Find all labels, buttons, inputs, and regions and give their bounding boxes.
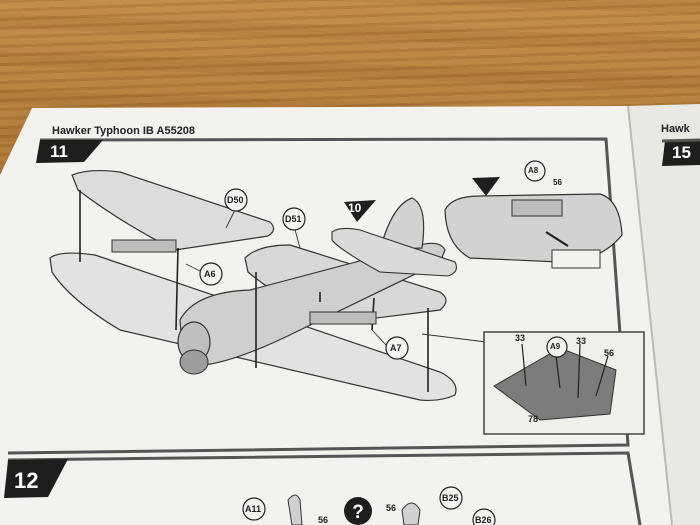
inset-view-arrow <box>472 177 500 196</box>
part-number-56-step12: 56 <box>318 515 329 525</box>
part-label-a7: A7 <box>390 343 402 353</box>
part-label-b25: B25 <box>442 493 459 503</box>
part-label-a11: A11 <box>245 504 262 514</box>
cabane-strut-part-a6 <box>111 239 177 253</box>
step-11-frame <box>7 137 630 455</box>
step-number-12: 12 <box>14 468 39 493</box>
page-title-right: Hawk <box>661 123 690 135</box>
cabane-strut-part-a7 <box>309 311 377 325</box>
cockpit-detail-leaders <box>521 343 609 399</box>
part-number-56-inset: 56 <box>553 178 562 187</box>
part-number-78: 78 <box>528 414 539 424</box>
inset-panel-part <box>551 249 601 269</box>
part-label-a9: A9 <box>550 342 561 351</box>
part-callout-circles <box>199 160 568 525</box>
step-12-part <box>287 494 303 525</box>
inset-arrow <box>545 231 569 247</box>
part-number-56-cockpit: 56 <box>604 348 615 358</box>
step-12-part-b <box>401 502 421 525</box>
paper-sheet-right <box>628 104 700 525</box>
step-12-frame <box>7 451 642 525</box>
step-number-11: 11 <box>50 142 68 161</box>
step-number-15: 15 <box>672 143 691 162</box>
help-question-icon <box>344 497 372 525</box>
svg-text:?: ? <box>352 502 364 523</box>
part-number-56-step12-b: 56 <box>386 503 397 513</box>
cockpit-floor-part <box>493 347 617 421</box>
inset-cockpit-part <box>511 199 563 217</box>
part-label-b26: B26 <box>475 515 492 525</box>
step-12-badge <box>4 459 68 498</box>
part-number-33-right: 33 <box>576 336 587 346</box>
tail-fin <box>379 197 425 251</box>
step-11-badge <box>36 140 103 163</box>
part-label-d51: D51 <box>285 214 302 224</box>
radiator-intake <box>179 349 209 375</box>
part-label-a6: A6 <box>204 269 216 279</box>
step-10-marker <box>344 200 376 222</box>
step-ref-10: 10 <box>348 201 362 215</box>
upper-wing-left <box>71 169 275 251</box>
step-15-badge <box>662 141 700 166</box>
part-number-33-left: 33 <box>515 333 526 343</box>
part-label-d50: D50 <box>227 195 244 205</box>
tailplane <box>331 227 457 277</box>
page-title: Hawker Typhoon IB A55208 <box>52 125 196 137</box>
part-label-a8: A8 <box>528 166 539 175</box>
inset-fuselage-detail <box>444 193 623 263</box>
